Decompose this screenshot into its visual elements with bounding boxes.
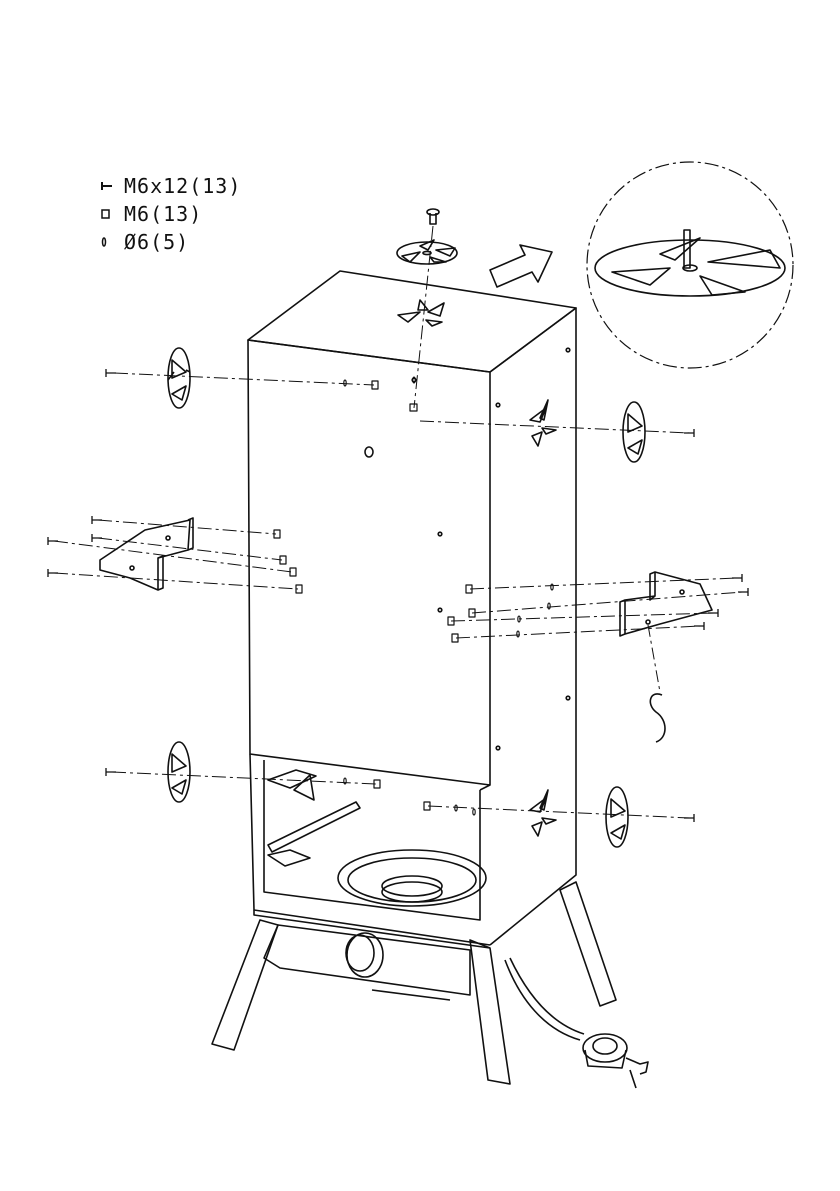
- s-hook: [650, 694, 665, 742]
- damper-right-top: [623, 402, 645, 462]
- washers: [344, 377, 553, 815]
- top-bolt: [427, 209, 439, 224]
- bolt-icon: [100, 177, 124, 195]
- legend-label: M6(13): [124, 202, 202, 226]
- chip-tray-rails: [268, 770, 360, 866]
- legend-item-bolt: M6x12(13): [100, 172, 241, 200]
- smoker-cabinet: [248, 271, 576, 948]
- assembly-lines: [54, 373, 743, 818]
- legend-item-nut: M6(13): [100, 200, 241, 228]
- nuts: [274, 381, 475, 810]
- legend-label: Ø6(5): [124, 230, 189, 254]
- damper-left-bottom: [168, 742, 190, 802]
- gas-regulator: [505, 958, 648, 1088]
- detail-arrow: [490, 245, 552, 287]
- damper-left-top: [168, 348, 190, 408]
- top-damper: [397, 240, 457, 264]
- legend-item-washer: Ø6(5): [100, 228, 241, 256]
- detail-callout: [587, 162, 793, 368]
- hardware-legend: M6x12(13) M6(13) Ø6(5): [100, 172, 241, 256]
- damper-right-bottom: [606, 787, 628, 847]
- bolts: [48, 369, 748, 822]
- nut-icon: [100, 205, 124, 223]
- burner-ring: [338, 850, 486, 906]
- handle-left: [100, 518, 193, 590]
- control-box: [264, 925, 470, 1000]
- legend-label: M6x12(13): [124, 174, 241, 198]
- washer-icon: [100, 233, 124, 251]
